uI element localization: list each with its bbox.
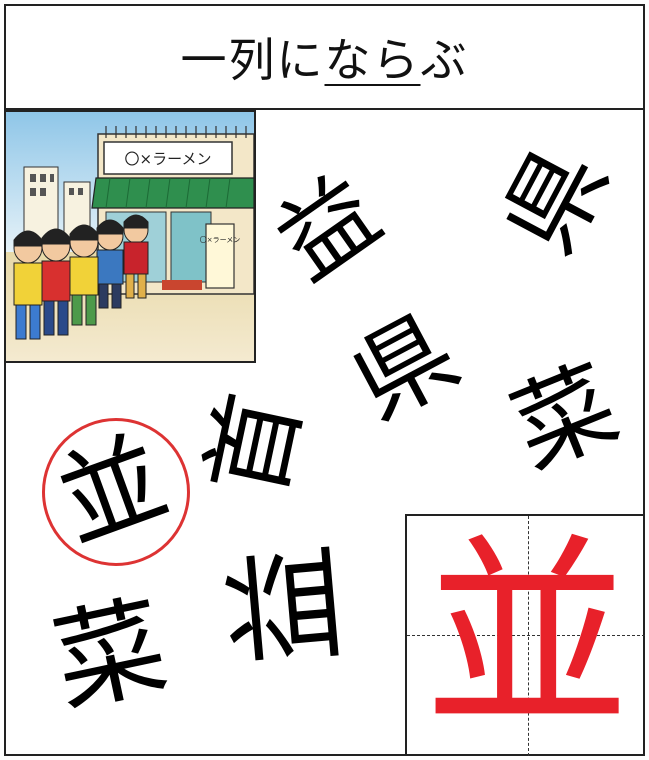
- horizontal-guide-line: [407, 635, 645, 636]
- ramen-scene-drawing: 〇×ラーメン 〇×ラーメン: [6, 112, 254, 361]
- shop-sign-text: 〇×ラーメン: [125, 150, 212, 168]
- title-prefix: 一列に: [180, 33, 325, 87]
- answer-circle: [42, 418, 190, 566]
- board-sign-text: 〇×ラーメン: [200, 236, 241, 244]
- title-underlined-reading: なら: [324, 33, 421, 87]
- kanji-bottom-left: 菜: [42, 580, 178, 730]
- page-title: 一列にならぶ: [181, 24, 469, 90]
- kanji-bottom-middle: 益: [213, 539, 362, 671]
- vertical-guide-line: [528, 516, 529, 756]
- model-character: 並: [424, 516, 630, 755]
- title-box: 一列にならぶ: [4, 4, 645, 110]
- ramen-line-illustration: 〇×ラーメン 〇×ラーメン: [4, 110, 256, 363]
- character-practice-box: 並: [405, 514, 645, 756]
- kanji-middle-left: 首: [186, 383, 323, 506]
- title-suffix: ぶ: [420, 33, 469, 87]
